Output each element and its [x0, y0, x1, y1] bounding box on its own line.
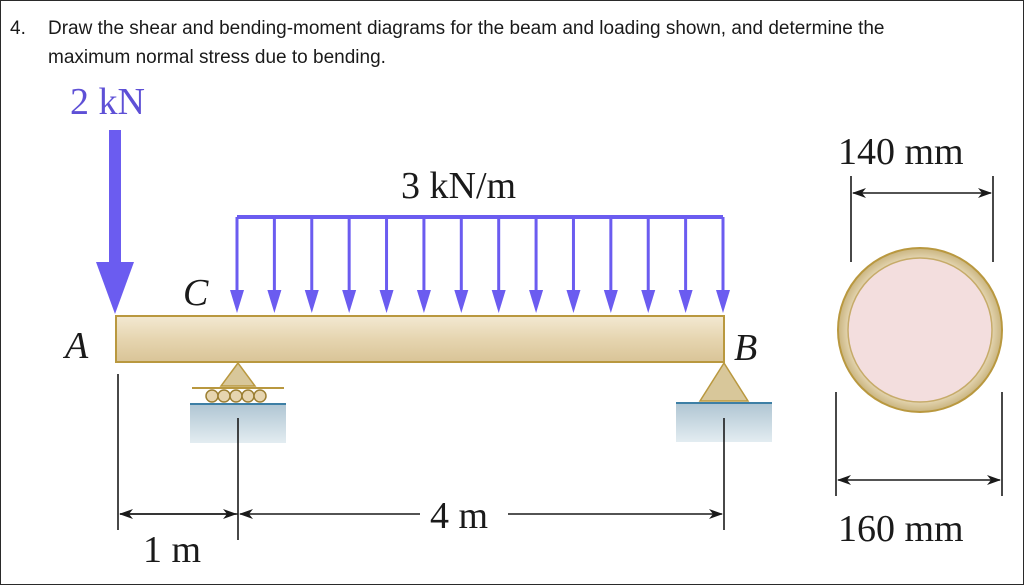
span-dimensions — [117, 374, 725, 540]
outer-diameter-dimension — [835, 392, 1003, 496]
roller-wheel — [217, 389, 231, 403]
distributed-load-label: 3 kN/m — [401, 165, 516, 207]
distributed-load-arrowhead — [342, 290, 357, 313]
tube-inner-bore — [847, 257, 993, 403]
outer-diameter-label: 160 mm — [838, 508, 964, 550]
point-load-shaft — [109, 130, 121, 270]
distributed-load-arrowhead — [454, 290, 469, 313]
pin-triangle — [698, 361, 750, 402]
problem-text: Draw the shear and bending-moment diagra… — [48, 18, 885, 68]
span-ac-label: 1 m — [143, 529, 201, 571]
inner-diameter-dimension — [850, 176, 994, 262]
distributed-load — [230, 215, 730, 313]
tube-cross-section — [837, 247, 1003, 413]
point-load-arrowhead — [96, 262, 134, 314]
distributed-load-arrowhead — [603, 290, 618, 313]
beam — [115, 315, 725, 363]
distributed-load-arrowhead — [678, 290, 693, 313]
roller-wheel — [205, 389, 219, 403]
distributed-load-arrowhead — [491, 290, 506, 313]
distributed-load-arrowhead — [529, 290, 544, 313]
roller-triangle — [219, 361, 257, 387]
point-c-label: C — [183, 272, 209, 314]
distributed-load-arrowhead — [566, 290, 581, 313]
inner-diameter-label: 140 mm — [838, 131, 964, 173]
distributed-load-arrowhead — [230, 290, 244, 313]
roller-wheel — [229, 389, 243, 403]
point-load — [96, 130, 134, 314]
distributed-load-arrowhead — [379, 290, 394, 313]
span-cb-label: 4 m — [430, 495, 488, 537]
problem-number: 4. — [10, 18, 26, 39]
distributed-load-arrowhead — [716, 290, 730, 313]
distributed-load-arrowhead — [267, 290, 282, 313]
distributed-load-arrowhead — [416, 290, 431, 313]
roller-wheel — [253, 389, 267, 403]
point-b-label: B — [734, 327, 757, 369]
distributed-load-arrowhead — [304, 290, 319, 313]
point-a-label: A — [62, 325, 89, 367]
roller-wheel — [241, 389, 255, 403]
point-load-label: 2 kN — [70, 81, 145, 123]
distributed-load-arrowhead — [641, 290, 656, 313]
